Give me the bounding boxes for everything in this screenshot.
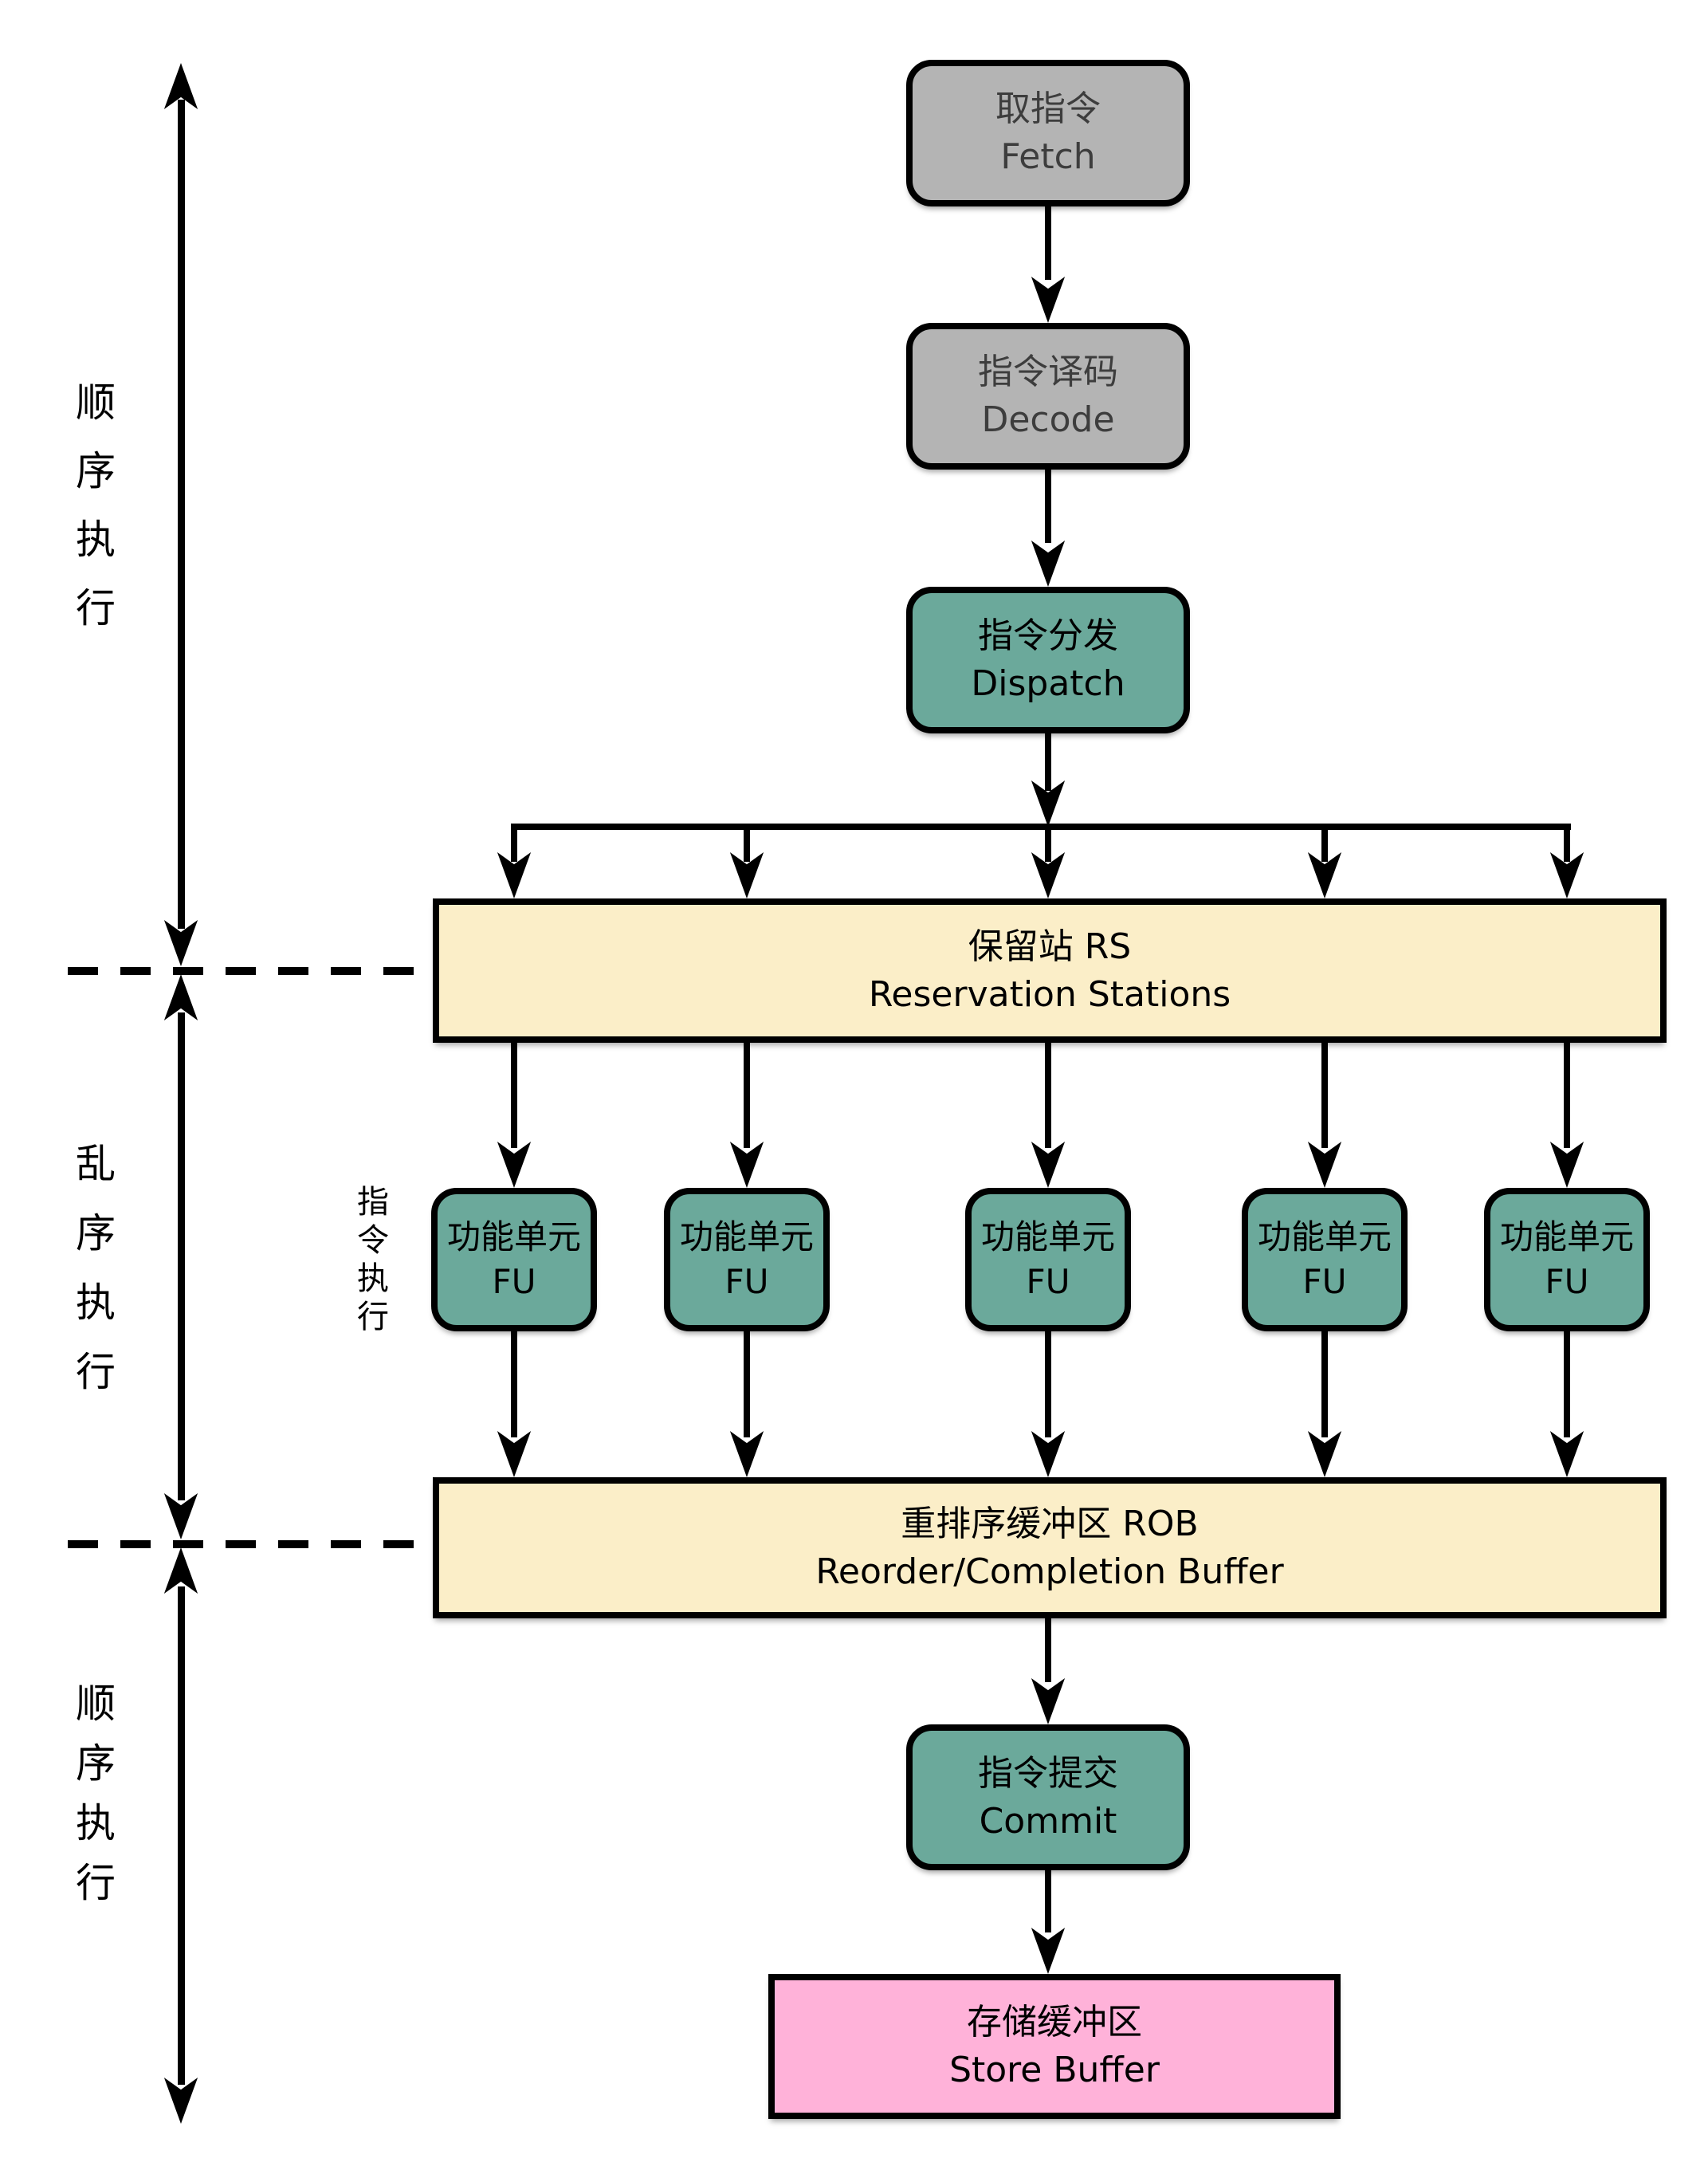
arrow-rs-fu-4-head [1307,1142,1342,1188]
fu-unit-4-label-en: FU [1302,1262,1347,1301]
node-rob: 重排序缓冲区 ROB Reorder/Completion Buffer [433,1477,1667,1618]
fu-unit-4-label-zh: 功能单元 [1257,1217,1392,1256]
node-fetch: 取指令 Fetch [906,60,1190,206]
fu-unit-4: 功能单元 FU [1242,1188,1408,1331]
axis-segment-in-order-top [178,100,185,929]
arrow-fu-rob-5 [1564,1331,1570,1437]
arrow-fu-rob-3 [1045,1331,1051,1437]
label-instruction-execution: 指令执行 [357,1184,389,1335]
node-store-buffer-label-zh: 存储缓冲区 [967,2002,1142,2042]
node-dispatch-label-en: Dispatch [971,663,1125,704]
arrow-rs-fu-4 [1321,1043,1328,1148]
node-store-buffer: 存储缓冲区 Store Buffer [768,1974,1341,2119]
dashed-divider-2 [68,1540,428,1548]
node-decode: 指令译码 Decode [906,323,1190,470]
arrow-rs-fu-1 [511,1043,517,1148]
node-decode-label-zh: 指令译码 [978,352,1118,392]
arrow-fetch-decode [1045,206,1051,280]
node-dispatch: 指令分发 Dispatch [906,587,1190,733]
node-store-buffer-label-en: Store Buffer [949,2050,1160,2090]
arrow-decode-dispatch-head [1031,541,1066,587]
arrow-fu-rob-2-head [729,1431,764,1477]
fu-unit-1-label-en: FU [492,1262,536,1301]
arrow-rs-fu-5 [1564,1043,1570,1148]
fu-unit-2: 功能单元 FU [664,1188,830,1331]
node-rs-label-en: Reservation Stations [868,973,1231,1015]
arrow-commit-store-head [1031,1928,1066,1974]
fu-unit-2-label-zh: 功能单元 [679,1217,814,1256]
arrow-rs-fu-5-head [1549,1142,1584,1188]
node-reservation-stations: 保留站 RS Reservation Stations [433,898,1667,1043]
fu-unit-5: 功能单元 FU [1484,1188,1650,1331]
arrow-rob-commit-head [1031,1678,1066,1724]
arrow-rs-fu-3-head [1031,1142,1066,1188]
arrow-rs-fu-1-head [497,1142,532,1188]
axis-segment-out-of-order [178,1012,185,1500]
fu-unit-2-label-en: FU [724,1262,769,1301]
arrow-rob-commit [1045,1618,1051,1682]
arrow-commit-store [1045,1870,1051,1932]
fu-unit-3: 功能单元 FU [965,1188,1131,1331]
fu-unit-1: 功能单元 FU [431,1188,597,1331]
axis-segment-in-order-bottom [178,1586,185,2085]
dashed-divider-1 [68,967,428,975]
arrow-fu-rob-4 [1321,1331,1328,1437]
branch-drop-2 [744,827,750,862]
node-fetch-label-en: Fetch [1000,136,1096,177]
node-decode-label-en: Decode [981,399,1115,440]
fu-unit-1-label-zh: 功能单元 [446,1217,581,1256]
arrow-fu-rob-3-head [1031,1431,1066,1477]
label-in-order-top: 顺序执行 [76,379,116,631]
node-commit: 指令提交 Commit [906,1724,1190,1870]
node-rs-label-zh: 保留站 RS [968,926,1132,967]
branch-bus-line [511,824,1571,830]
label-in-order-bottom: 顺序执行 [76,1681,116,1906]
branch-drop-4 [1321,827,1328,862]
label-out-of-order: 乱序执行 [76,1141,116,1395]
node-rob-label-en: Reorder/Completion Buffer [815,1551,1284,1592]
node-commit-label-en: Commit [979,1800,1117,1842]
branch-drop-3 [1045,827,1051,862]
arrow-fu-rob-1 [511,1331,517,1437]
arrow-fu-rob-5-head [1549,1431,1584,1477]
arrow-fu-rob-4-head [1307,1431,1342,1477]
node-commit-label-zh: 指令提交 [978,1752,1118,1794]
arrow-fu-rob-2 [744,1331,750,1437]
branch-drop-1 [511,827,517,862]
fu-unit-3-label-zh: 功能单元 [980,1217,1115,1256]
arrow-decode-dispatch [1045,470,1051,543]
arrow-rs-fu-2 [744,1043,750,1148]
node-dispatch-label-zh: 指令分发 [978,615,1118,656]
fu-unit-5-label-zh: 功能单元 [1499,1217,1634,1256]
branch-drop-5 [1564,827,1570,862]
arrow-fetch-decode-head [1031,277,1066,323]
fu-unit-5-label-en: FU [1545,1262,1589,1301]
arrow-dispatch-branch [1045,733,1051,791]
arrow-rs-fu-3 [1045,1043,1051,1148]
arrow-fu-rob-1-head [497,1431,532,1477]
fu-unit-3-label-en: FU [1026,1262,1070,1301]
node-fetch-label-zh: 取指令 [995,88,1101,129]
arrow-rs-fu-2-head [729,1142,764,1188]
node-rob-label-zh: 重排序缓冲区 ROB [901,1503,1199,1544]
